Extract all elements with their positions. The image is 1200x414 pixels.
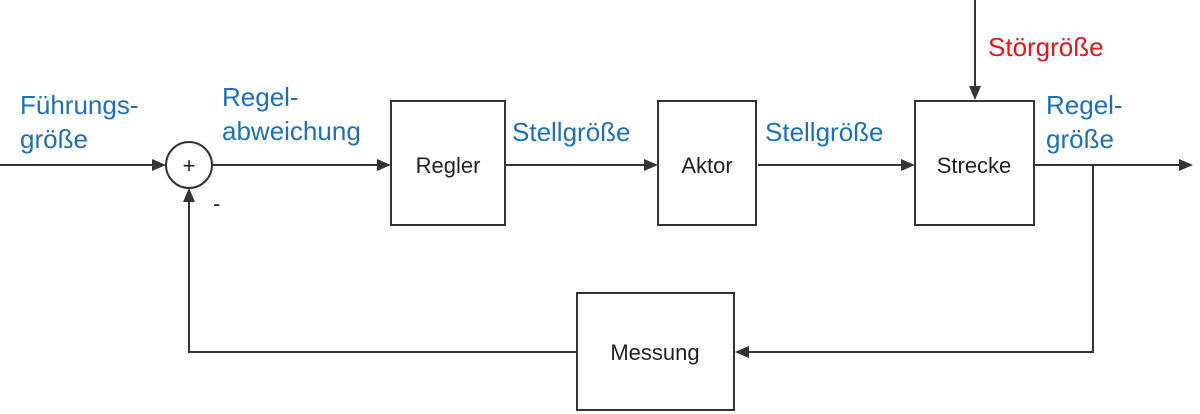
controller-label: Regler [416,153,481,178]
actuating-label-2: Stellgröße [765,117,884,147]
actuator-label: Aktor [681,153,732,178]
reference-label-line2: größe [20,124,88,154]
measurement-block: Messung [576,292,735,411]
disturbance-arrowhead [969,86,981,100]
controller-block: Regler [390,100,506,226]
error-label-line1: Regel- [222,82,299,112]
plant-label: Strecke [937,153,1012,178]
actuating-label-1: Stellgröße [512,117,631,147]
error-label-line2: abweichung [222,116,361,146]
junction-plus-sign: + [183,153,196,178]
error-arrowhead [377,159,391,171]
feedback-line-left [188,200,577,353]
junction-minus-sign: - [213,191,220,216]
feedback-arrowhead-measurement [735,346,749,358]
measurement-label: Messung [610,340,699,365]
disturbance-label: Störgröße [988,32,1104,62]
actuator-output-arrowhead [901,159,915,171]
output-label-line1: Regel- [1046,90,1123,120]
feedback-line-right [748,165,1094,353]
reference-label-line1: Führungs- [20,90,139,120]
output-label-line2: größe [1046,124,1114,154]
feedback-arrowhead-junction [183,188,195,202]
controller-output-arrowhead [644,159,658,171]
output-arrowhead [1179,159,1193,171]
summing-junction [165,141,213,189]
plant-block: Strecke [914,100,1035,226]
actuator-block: Aktor [657,100,757,226]
input-arrowhead [152,159,166,171]
